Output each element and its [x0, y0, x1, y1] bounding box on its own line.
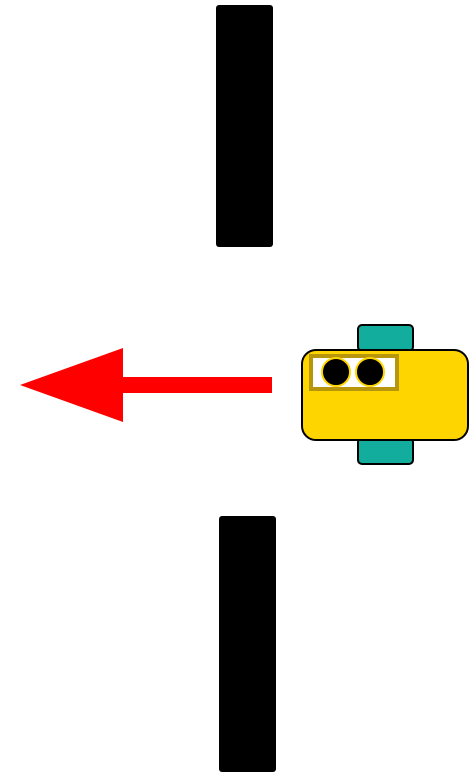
robot-sensor-eye-left-icon	[321, 357, 351, 387]
robot	[301, 324, 469, 465]
robot-wheel-top	[357, 324, 414, 352]
direction-arrow	[20, 348, 272, 422]
robot-wheel-bottom	[357, 437, 414, 465]
robot-sensor-eye-right-icon	[355, 357, 385, 387]
arrow-shaft	[118, 377, 272, 393]
wall-top	[216, 5, 273, 247]
arrow-head-icon	[20, 348, 123, 422]
wall-bottom	[219, 516, 276, 772]
